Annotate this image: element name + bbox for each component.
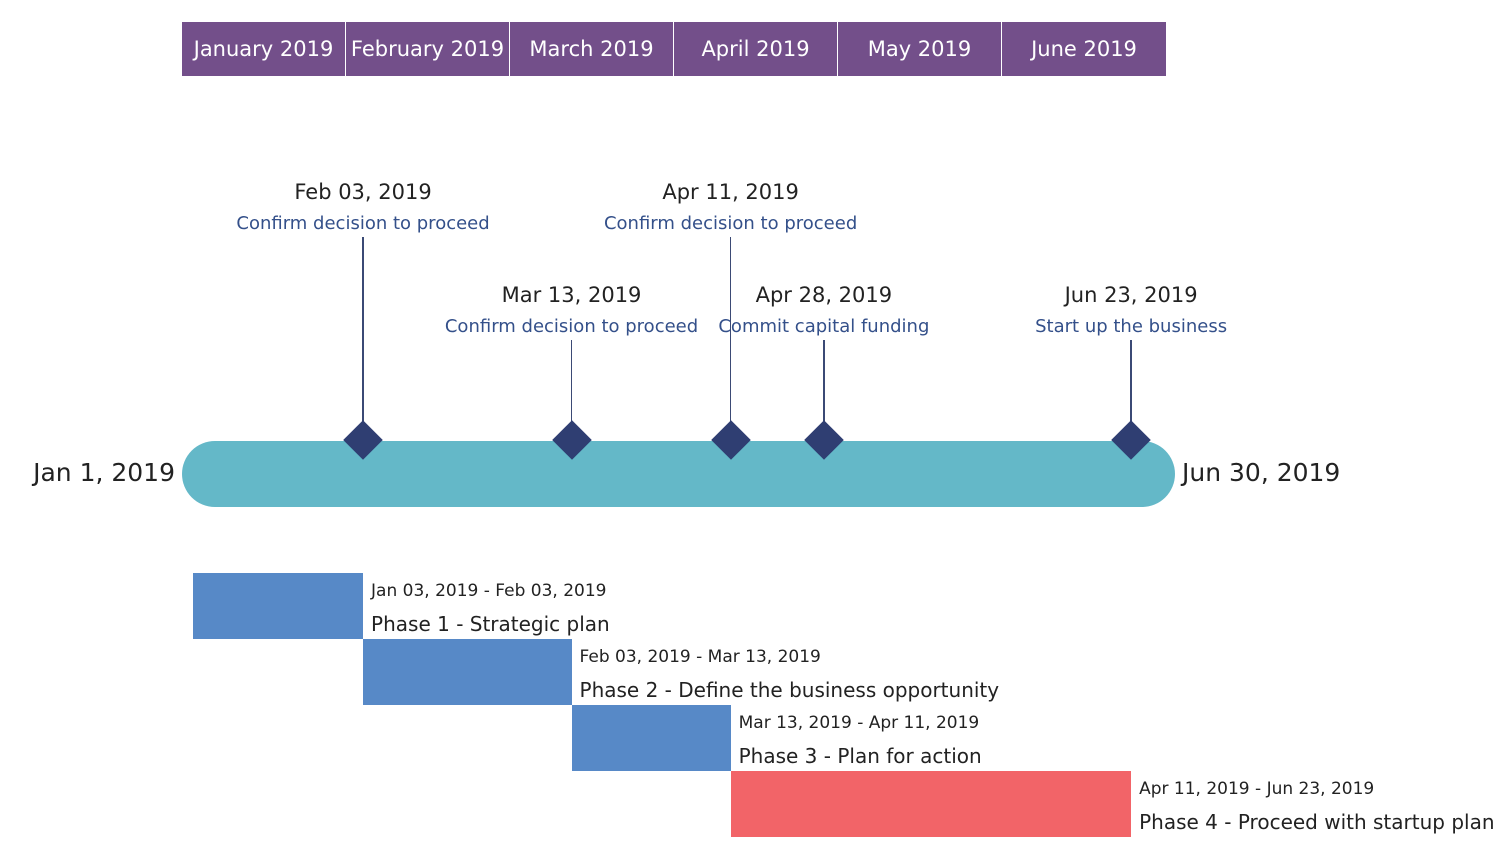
month-header-cell: May 2019: [838, 22, 1002, 76]
milestone-description: Start up the business: [1035, 316, 1228, 337]
month-header-cell: March 2019: [510, 22, 674, 76]
month-header-cell: April 2019: [674, 22, 838, 76]
phase-date-range: Apr 11, 2019 - Jun 23, 2019: [1139, 779, 1375, 799]
phase-date-range: Feb 03, 2019 - Mar 13, 2019: [579, 647, 821, 667]
milestone-date: Apr 11, 2019: [662, 180, 799, 204]
milestone-date: Feb 03, 2019: [294, 180, 432, 204]
milestone-connector-line: [729, 237, 732, 440]
month-header-cell: January 2019: [182, 22, 346, 76]
milestone-connector-line: [1130, 340, 1132, 440]
phase-date-range: Mar 13, 2019 - Apr 11, 2019: [738, 713, 980, 733]
phase-date-range: Jan 03, 2019 - Feb 03, 2019: [371, 581, 607, 601]
phase-bar: [192, 573, 364, 639]
phase-bar: [730, 771, 1132, 837]
milestone-description: Commit capital funding: [718, 316, 930, 337]
timeline-start-label: Jan 1, 2019: [33, 458, 175, 487]
milestone-connector-line: [570, 340, 573, 440]
milestone-date: Apr 28, 2019: [755, 283, 893, 307]
phase-bar: [363, 639, 572, 705]
phase-bar: [571, 705, 731, 771]
milestone-date: Mar 13, 2019: [501, 283, 642, 307]
milestone-date: Jun 23, 2019: [1064, 283, 1198, 307]
milestone-connector-line: [823, 340, 825, 440]
month-header-cell: February 2019: [346, 22, 510, 76]
phase-name: Phase 3 - Plan for action: [738, 744, 982, 768]
timeline-axis-bar: [182, 441, 1175, 507]
phase-name: Phase 2 - Define the business opportunit…: [579, 678, 1000, 702]
milestone-description: Confirm decision to proceed: [236, 213, 490, 234]
timeline-end-label: Jun 30, 2019: [1182, 458, 1341, 487]
phase-name: Phase 1 - Strategic plan: [371, 612, 610, 636]
milestone-connector-line: [362, 237, 364, 440]
milestone-description: Confirm decision to proceed: [444, 316, 699, 337]
phase-name: Phase 4 - Proceed with startup plan: [1139, 810, 1495, 834]
month-header-cell: June 2019: [1002, 22, 1166, 76]
milestone-description: Confirm decision to proceed: [603, 213, 858, 234]
